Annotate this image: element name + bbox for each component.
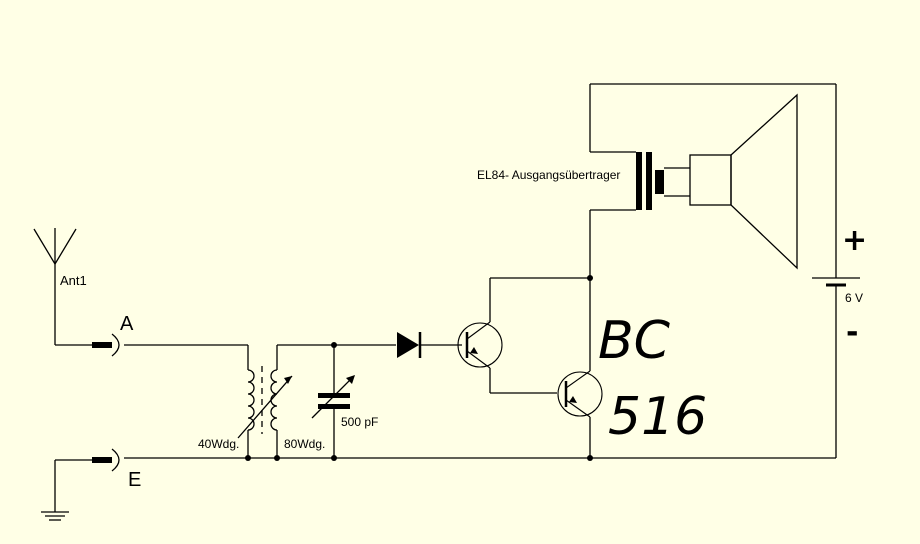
antenna-label: Ant1	[60, 273, 87, 288]
battery	[812, 84, 860, 458]
capacitor-label: 500 pF	[341, 415, 378, 429]
terminal-a	[55, 333, 248, 357]
transistor-2	[557, 278, 603, 458]
coil-80	[270, 345, 278, 458]
terminal-e-label: E	[128, 469, 141, 491]
diode	[397, 332, 462, 358]
battery-minus-label: -	[846, 315, 858, 350]
transistor-1	[457, 277, 590, 394]
output-transformer	[589, 83, 836, 278]
battery-plus-label: +	[842, 223, 867, 258]
junction-dots	[245, 275, 593, 461]
loudspeaker-icon	[655, 93, 798, 270]
battery-label: 6 V	[845, 291, 863, 305]
transistor-type-line2: 516	[608, 387, 707, 447]
terminal-a-label: A	[120, 313, 134, 335]
transistor-type-line1: BC	[598, 311, 671, 371]
terminal-e	[55, 448, 836, 472]
antenna-symbol	[33, 228, 77, 345]
transformer-label: EL84- Ausgangsübertrager	[477, 168, 620, 182]
coil-40	[247, 345, 255, 458]
variable-capacitor	[311, 345, 355, 458]
ground-symbol	[41, 460, 69, 521]
coil1-label: 40Wdg.	[198, 437, 239, 451]
coil2-label: 80Wdg.	[284, 437, 325, 451]
coil-core	[237, 366, 293, 439]
